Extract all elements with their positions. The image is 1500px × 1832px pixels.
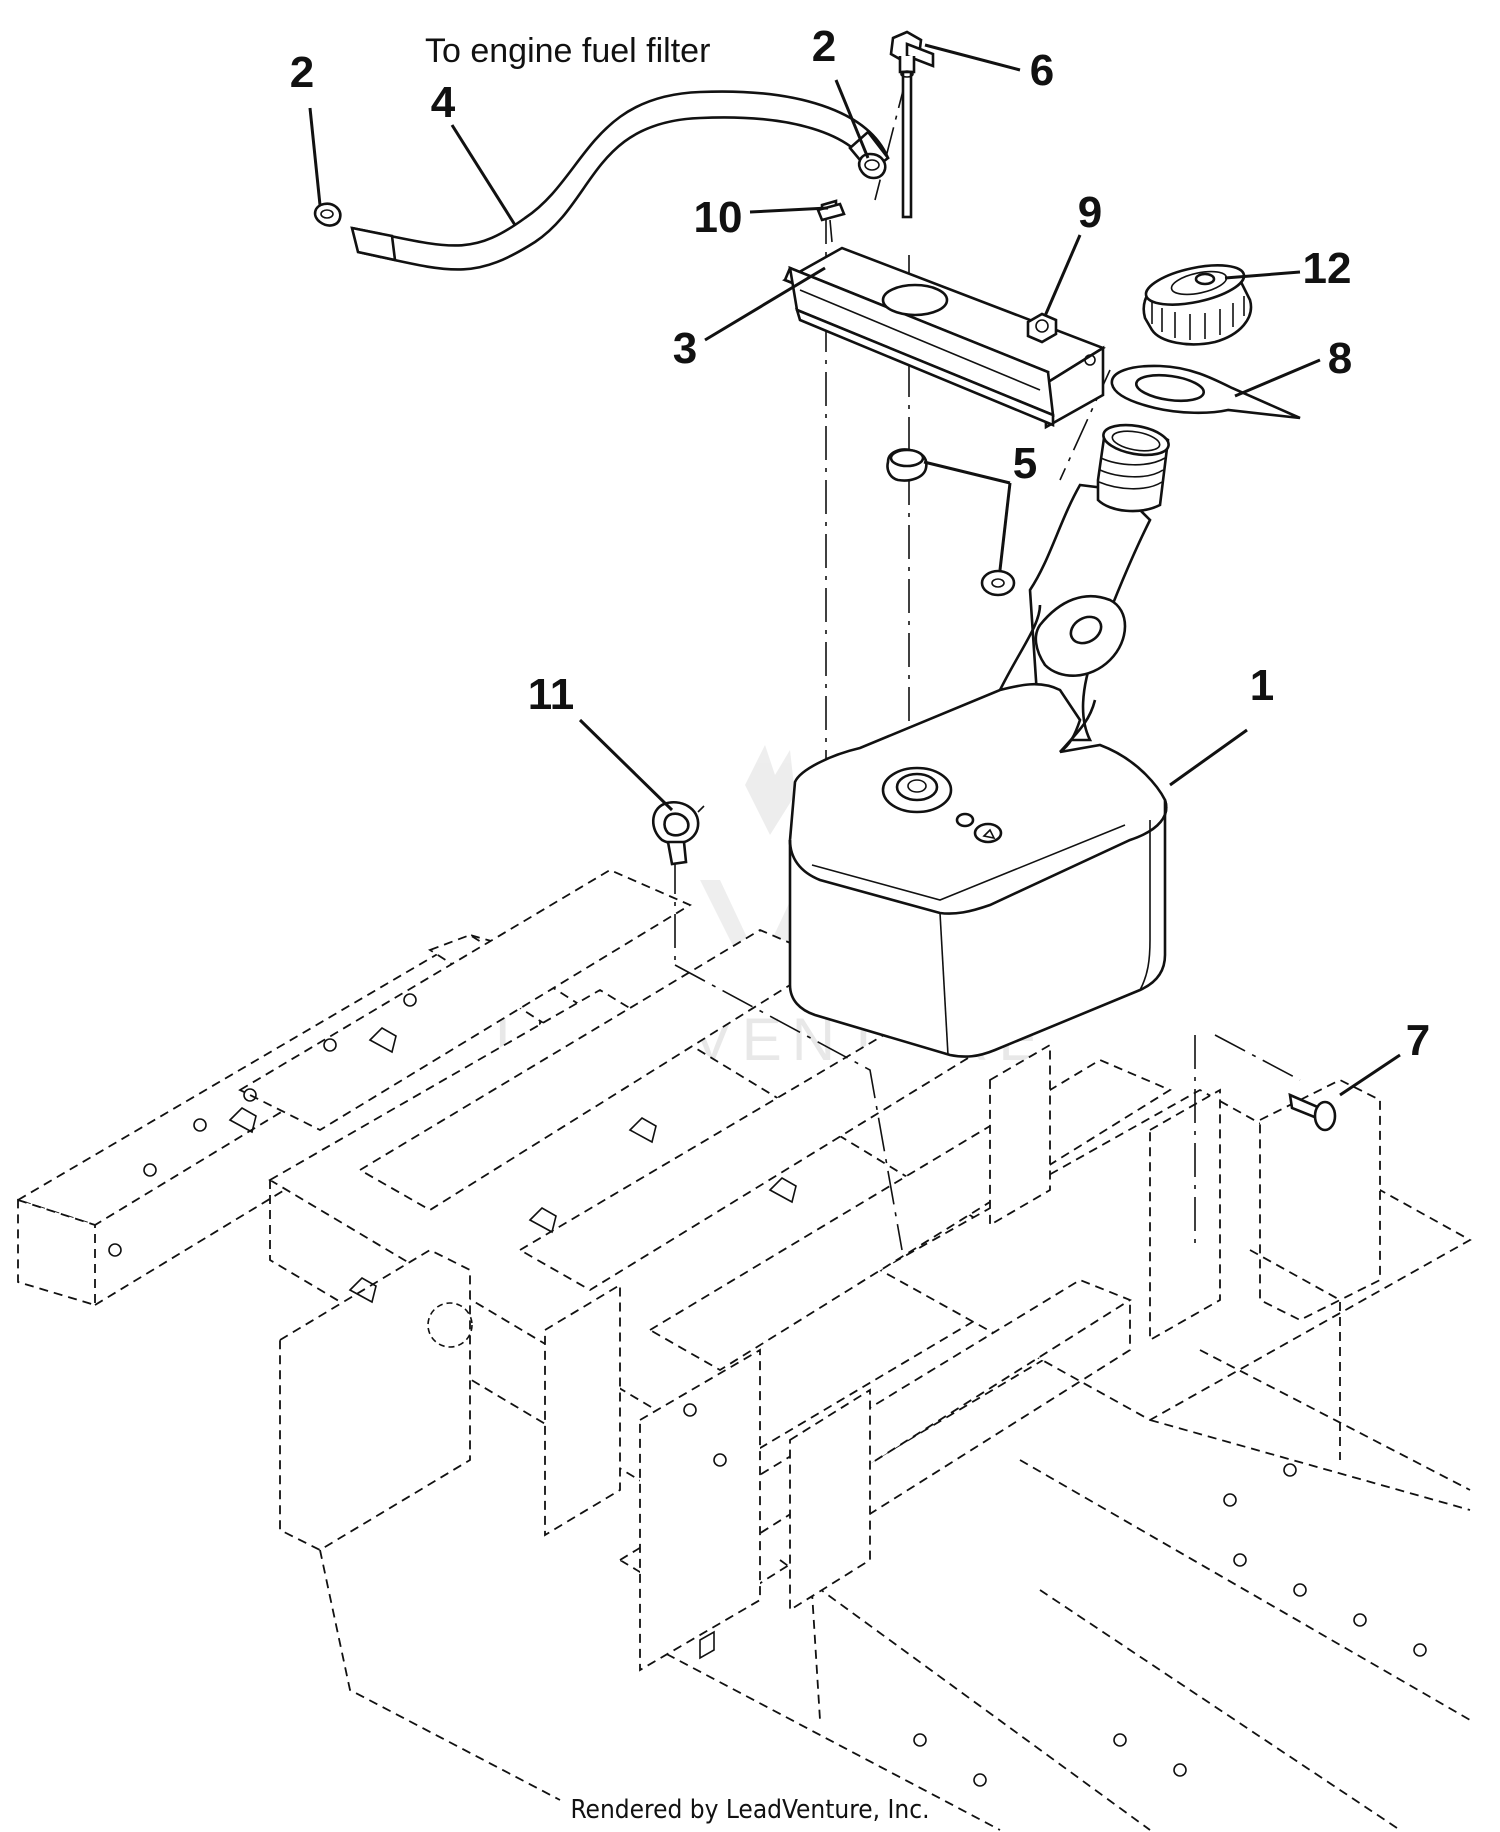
cap-gasket [1110, 364, 1301, 420]
mower-frame [15, 868, 1472, 1831]
callout-5: 4 [431, 78, 456, 127]
hose-clamps [313, 152, 887, 227]
fuel-cap [1142, 264, 1253, 346]
assembly-lines [674, 74, 1301, 1251]
callout-8: 8 [1328, 334, 1352, 383]
fuel-hose [350, 90, 890, 271]
callout-2-right: 2 [812, 22, 836, 71]
callout-4: 3 [673, 324, 697, 373]
callout-labels: 2 4 2 6 10 9 12 3 8 5 11 1 7 [290, 22, 1430, 1065]
hose-clip [651, 801, 705, 866]
fuel-fitting [889, 30, 935, 219]
render-credit: Rendered by LeadVenture, Inc. [570, 1795, 929, 1825]
callout-11: 11 [528, 670, 575, 719]
callout-2-left: 2 [290, 48, 314, 97]
flange-nut [1026, 312, 1058, 344]
fuel-tank [788, 423, 1170, 1058]
leader-lines [308, 43, 1401, 1097]
callout-10: 10 [694, 193, 743, 242]
callout-3: 5 [1013, 439, 1037, 488]
grommets [886, 448, 1016, 597]
tank-bracket [781, 246, 1106, 430]
callout-7: 7 [1406, 1016, 1430, 1065]
hose-destination-note: To engine fuel filter [425, 32, 710, 70]
bracket-screw [816, 199, 846, 243]
clevis-pin [1288, 1092, 1337, 1132]
callout-12: 12 [1303, 244, 1352, 293]
callout-1: 1 [1250, 661, 1274, 710]
callout-6: 6 [1030, 46, 1054, 95]
callout-9: 9 [1078, 188, 1102, 237]
